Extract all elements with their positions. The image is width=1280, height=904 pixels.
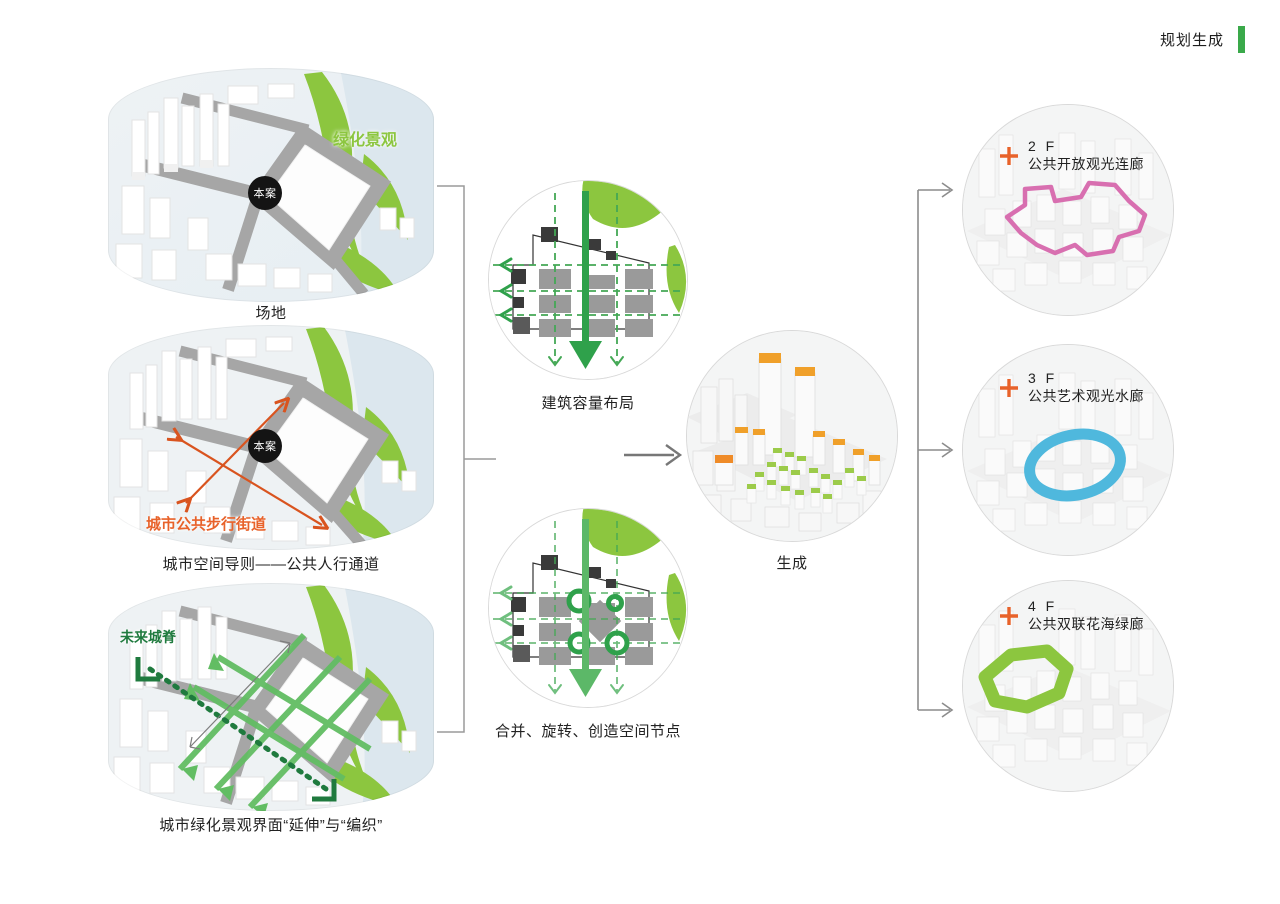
left-bracket-connector xyxy=(436,185,500,733)
site-caption-2: 城市空间导则——公共人行通道 xyxy=(162,556,380,573)
site-map-illustration-2 xyxy=(108,325,434,550)
site-panel-3[interactable]: 未来城脊 城市绿化景观界面“延伸”与“编织” xyxy=(108,583,434,834)
site-caption-1: 场地 xyxy=(255,305,287,322)
site-image-2: 本案 城市公共步行街道 xyxy=(108,325,434,550)
floor-plate-model-2f xyxy=(963,105,1173,315)
arrow-right-icon xyxy=(624,444,683,466)
floor-text-4f: 4 F 公共双联花海绿廊 xyxy=(1028,598,1144,633)
floor-text-2f: 2 F 公共开放观光连廊 xyxy=(1028,138,1144,173)
floor-callout-3f: 3 F 公共艺术观光水廊 xyxy=(998,370,1144,405)
floor-callout-4f: 4 F 公共双联花海绿廊 xyxy=(998,598,1144,633)
site-caption-3: 城市绿化景观界面“延伸”与“编织” xyxy=(159,817,383,834)
floor-text-3f: 3 F 公共艺术观光水廊 xyxy=(1028,370,1144,405)
floor-number: 4 F xyxy=(1028,598,1058,614)
floor-panel-2f[interactable]: 2 F 公共开放观光连廊 xyxy=(962,104,1174,316)
site-panel-2[interactable]: 本案 城市公共步行街道 城市空间导则——公共人行通道 xyxy=(108,325,434,575)
floor-callout-2f: 2 F 公共开放观光连廊 xyxy=(998,138,1144,173)
massing-grid-diagram-1 xyxy=(489,181,687,379)
floor-disc-2f xyxy=(962,104,1174,316)
floor-disc-4f xyxy=(962,580,1174,792)
floor-name: 公共开放观光连廊 xyxy=(1028,155,1144,172)
strategy-disc-1 xyxy=(488,180,688,380)
site-badge-1: 本案 xyxy=(248,176,282,210)
floor-name: 公共艺术观光水廊 xyxy=(1028,387,1144,404)
generated-massing-model xyxy=(687,331,897,541)
generation-caption: 生成 xyxy=(776,555,808,572)
floor-disc-3f xyxy=(962,344,1174,556)
plus-icon xyxy=(1000,606,1018,625)
floor-plate-model-3f xyxy=(963,345,1173,555)
board-header: 规划生成 xyxy=(1160,26,1245,53)
site-badge-2: 本案 xyxy=(248,429,282,463)
floor-plate-model-4f xyxy=(963,581,1173,791)
massing-grid-diagram-2 xyxy=(489,509,687,707)
site-image-1: 本案 绿化景观 xyxy=(108,68,434,302)
plus-icon xyxy=(1000,146,1018,165)
floor-number: 2 F xyxy=(1028,138,1058,154)
site-label-pedestrian-street: 城市公共步行街道 xyxy=(146,516,267,533)
floor-panel-3f[interactable]: 3 F 公共艺术观光水廊 xyxy=(962,344,1174,556)
site-label-green-landscape: 绿化景观 xyxy=(333,132,398,149)
page-title: 规划生成 xyxy=(1159,32,1224,49)
header-accent-bar xyxy=(1238,26,1245,53)
plus-icon xyxy=(1000,378,1018,397)
strategy-disc-2 xyxy=(488,508,688,708)
right-bracket-connector xyxy=(908,180,966,720)
strategy-caption-2: 合并、旋转、创造空间节点 xyxy=(494,723,681,740)
flow-arrow-to-generation xyxy=(622,440,688,470)
generation-panel[interactable]: 生成 xyxy=(686,330,898,575)
floor-panel-4f[interactable]: 4 F 公共双联花海绿廊 xyxy=(962,580,1174,792)
site-panel-1[interactable]: 本案 绿化景观 场地 xyxy=(108,68,434,322)
site-label-future-spine: 未来城脊 xyxy=(120,629,176,645)
strategy-caption-1: 建筑容量布局 xyxy=(541,395,635,412)
site-map-illustration-3 xyxy=(108,583,434,811)
strategy-panel-1[interactable]: 建筑容量布局 xyxy=(488,180,688,412)
site-map-illustration-1 xyxy=(108,68,434,302)
site-image-3: 未来城脊 xyxy=(108,583,434,811)
floor-number: 3 F xyxy=(1028,370,1058,386)
floor-name: 公共双联花海绿廊 xyxy=(1028,615,1144,632)
bracket-icon xyxy=(917,182,954,718)
strategy-panel-2[interactable]: 合并、旋转、创造空间节点 xyxy=(488,508,688,740)
bracket-icon xyxy=(437,185,496,733)
generation-disc xyxy=(686,330,898,542)
